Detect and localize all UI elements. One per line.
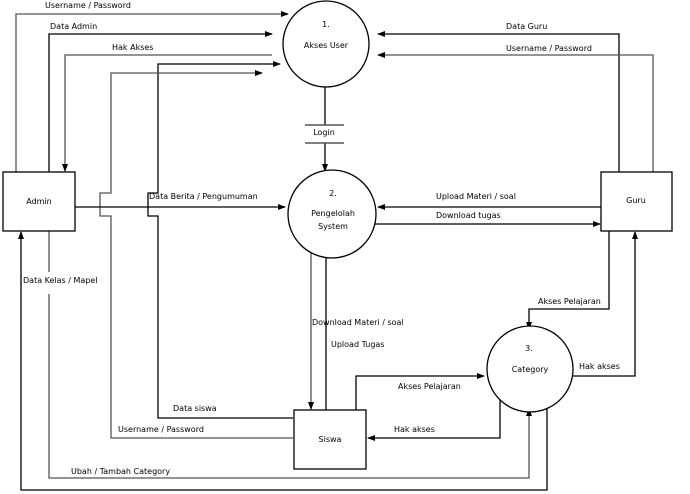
entity-guru-label: Guru: [626, 196, 646, 205]
flow-hak-akses-to-admin: [62, 54, 272, 172]
process-3-name: Category: [512, 365, 549, 374]
label-siswa-download-materi: Download Materi / soal: [312, 318, 404, 327]
process-pengelolah-system[interactable]: 2. Pengelolah System: [287, 169, 377, 259]
process-1-number: 1.: [322, 20, 330, 29]
entity-siswa-label: Siswa: [319, 435, 342, 444]
flow-siswa-data-siswa: [147, 61, 293, 419]
label-guru-data-guru: Data Guru: [506, 22, 547, 31]
entity-admin[interactable]: Admin: [2, 171, 76, 232]
datastore-login: [305, 124, 344, 144]
flow-admin-username: [15, 11, 289, 172]
label-admin-data-admin: Data Admin: [50, 22, 97, 31]
process-2-number: 2.: [329, 189, 337, 198]
process-3-number: 3.: [525, 344, 533, 353]
process-2-name-line2: System: [318, 222, 348, 231]
datastore-login-label: Login: [313, 128, 335, 137]
entity-siswa[interactable]: Siswa: [293, 409, 367, 470]
label-siswa-hak-akses: Hak akses: [394, 425, 435, 434]
label-siswa-data-siswa: Data siswa: [173, 404, 217, 413]
entity-admin-label: Admin: [26, 197, 52, 206]
flow-guru-hak-akses: [573, 231, 638, 377]
label-guru-akses-pelajaran: Akses Pelajaran: [538, 297, 601, 306]
label-admin-username: Username / Password: [45, 1, 131, 10]
flow-admin-data-admin: [48, 31, 273, 172]
process-2-name-line1: Pengelolah: [311, 209, 355, 218]
label-admin-data-kelas: Data Kelas / Mapel: [23, 276, 98, 285]
label-guru-download-tugas: Download tugas: [436, 211, 501, 220]
flow-guru-username: [377, 52, 654, 172]
label-siswa-akses-pelajaran: Akses Pelajaran: [398, 382, 461, 391]
flow-guru-akses-pelajaran: [526, 231, 610, 330]
label-siswa-upload-tugas: Upload Tugas: [331, 340, 384, 349]
process-akses-user[interactable]: 1. Akses User: [282, 0, 370, 88]
flow-guru-data-guru: [377, 31, 620, 172]
label-guru-upload-materi: Upload Materi / soal: [436, 192, 516, 201]
label-guru-username: Username / Password: [506, 44, 592, 53]
label-siswa-username: Username / Password: [118, 425, 204, 434]
flow-siswa-akses-pelajaran: [355, 373, 485, 410]
label-guru-hak-akses: Hak akses: [579, 362, 620, 371]
label-admin-ubah-category: Ubah / Tambah Category: [71, 467, 170, 476]
flow-siswa-hak-akses: [367, 398, 501, 441]
entity-guru[interactable]: Guru: [600, 171, 673, 232]
flow-siswa-username: [99, 70, 293, 439]
flow-ubah-category: [18, 231, 548, 491]
flow-admin-data-kelas: [48, 231, 529, 479]
label-admin-hak-akses: Hak Akses: [112, 43, 153, 52]
process-1-name: Akses User: [304, 41, 349, 50]
label-admin-berita: Data Berita / Pengumuman: [149, 192, 258, 201]
process-category[interactable]: 3. Category: [486, 325, 574, 413]
